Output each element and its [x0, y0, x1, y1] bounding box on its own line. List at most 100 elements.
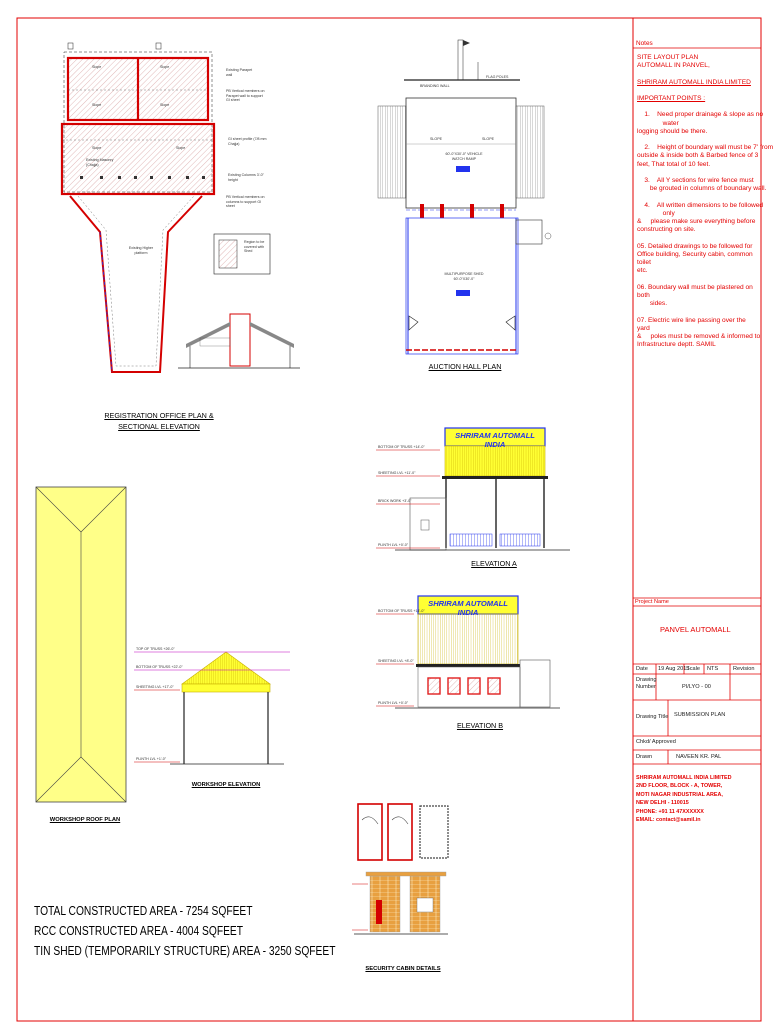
note-line: [637, 193, 759, 201]
note-line: & poles must be removed & informed to: [637, 332, 761, 340]
workshop-roof-caption: WORKSHOP ROOF PLAN: [49, 817, 121, 823]
note-line: sides.: [637, 300, 668, 308]
note-line: 06. Boundary wall must be plastered on b…: [637, 283, 753, 299]
gi-sheet-label: GI sheet profile (7/8 mm Chajja): [228, 137, 267, 146]
slope-label: Slope: [92, 65, 102, 69]
elevation-a-brand: SHRIRAM AUTOMALL INDIA: [455, 431, 535, 449]
drawn-label: Drawn: [636, 754, 653, 760]
security-cabin-details: [352, 803, 449, 935]
note-line: only: [637, 209, 675, 217]
level-label: PLINTH LVL +1'-0": [136, 757, 167, 761]
elevation-b: [376, 595, 560, 709]
note-line: [637, 308, 759, 316]
workshop-elevation: [134, 651, 290, 765]
registration-office-caption-2: SECTIONAL ELEVATION: [118, 422, 200, 431]
slope-label: Slope: [92, 146, 102, 150]
drawing-title-label: Drawing Title: [636, 714, 669, 720]
level-label: SHEETING LVL +8'-0": [378, 659, 414, 663]
elevation-b-brand: SHRIRAM AUTOMALL INDIA: [428, 599, 508, 617]
slope-label: Slope: [160, 103, 170, 107]
note-line: feet, That total of 10 feet.: [637, 160, 711, 168]
elevation-a-caption: ELEVATION A: [471, 559, 517, 568]
note-line: etc.: [637, 267, 648, 275]
project-name: PANVEL AUTOMALL: [660, 625, 731, 634]
masonry-label: Existing Masonry (Chajja): [86, 158, 114, 167]
drawing-number-label: Drawing Number: [636, 677, 657, 690]
note-line: [637, 87, 759, 95]
note-line: [637, 169, 759, 177]
note-line: 05. Detailed drawings to be followed for: [637, 242, 753, 250]
slope-label: SLOPE: [430, 137, 442, 141]
level-label: BOTTOM OF TRUSS +22'-0": [136, 665, 183, 669]
drawing-title-value: SUBMISSION PLAN: [674, 712, 726, 718]
shed-region-label: Region to be covered with Shed: [244, 240, 265, 254]
slope-label: Slope: [176, 146, 186, 150]
notes-heading: Notes: [636, 40, 653, 47]
workshop-roof-plan: [35, 486, 127, 803]
level-label: TOP OF TRUSS +26'-0": [136, 647, 175, 651]
registration-office-caption: REGISTRATION OFFICE PLAN &: [104, 411, 214, 420]
elevation-a: [376, 427, 570, 551]
address-line: 2ND FLOOR, BLOCK - A, TOWER,: [636, 783, 723, 790]
platform-label: Existing Higher platform: [128, 246, 154, 255]
note-line: 1. Need proper drainage & slope as no: [637, 111, 764, 119]
note-line: [637, 275, 759, 283]
registration-office-section: [178, 313, 300, 369]
project-label: Project Name: [635, 599, 669, 605]
note-line: SITE LAYOUT PLAN: [637, 54, 699, 61]
tin-shed-area-text: TIN SHED (TEMPORARILY STRUCTURE) AREA - …: [34, 944, 336, 958]
note-line: Infrastructure deptt. SAMIL: [637, 341, 716, 349]
company-address: SHRIRAM AUTOMALL INDIA LIMITED 2ND FLOOR…: [636, 774, 732, 824]
rcc-area-text: RCC CONSTRUCTED AREA - 4004 SQFEET: [34, 924, 244, 938]
note-line: 4. All written dimensions to be followed: [637, 201, 764, 209]
drawing-number-value: PI/LYO - 00: [682, 684, 711, 690]
note-line: & please make sure everything before: [637, 218, 756, 226]
level-label: BOTTOM OF TRUSS +14'-0": [378, 609, 425, 613]
title-block-grid: [633, 47, 761, 765]
note-line: SHRIRAM AUTOMALL INDIA LIMITED: [637, 78, 751, 86]
address-line: PHONE: +91 11 47XXXXXX: [636, 808, 704, 815]
note-line: IMPORTANT POINTS :: [637, 95, 706, 103]
date-label: Date: [636, 666, 648, 672]
pb-members-label: PB Vertical members on Parapet wall to s…: [226, 89, 265, 103]
elevation-b-caption: ELEVATION B: [456, 721, 504, 730]
note-line: 3. All Y sections for wire fence must: [637, 177, 754, 185]
note-line: Office building, Security cabin, common …: [637, 250, 753, 267]
note-line: 07. Electric wire line passing over the …: [637, 316, 746, 332]
level-label: BRICK WORK +3'-0": [378, 499, 412, 503]
flag-poles-label: FLAG POLES: [486, 75, 509, 79]
checked-label: Chkd/ Approved: [636, 739, 676, 745]
scale-label: Scale: [686, 666, 700, 672]
note-line: outside & inside both & Barbed fence of …: [637, 152, 759, 160]
slope-label: SLOPE: [482, 137, 494, 141]
address-line: NEW DELHI - 110015: [636, 800, 689, 807]
total-area-text: TOTAL CONSTRUCTED AREA - 7254 SQFEET: [34, 904, 253, 918]
scale-value: NTS: [707, 666, 719, 672]
level-label: BOTTOM OF TRUSS +14'-0": [378, 445, 425, 449]
drawn-value: NAVEEN KR. PAL: [676, 754, 722, 760]
slope-label: Slope: [160, 65, 170, 69]
level-label: SHEETING LVL +11'-0": [378, 471, 416, 475]
note-line: 2. Height of boundary wall must be 7' fr…: [637, 144, 773, 152]
auction-hall-plan: [377, 39, 552, 355]
note-line: water: [637, 119, 679, 127]
multipurpose-shed-label: MULTIPURPOSE SHED 60'-0"X30'-0": [444, 272, 484, 281]
ramp-label: 60'-0"X30'-0" VEHICLE WATCH RAMP: [445, 152, 483, 161]
level-label: PLINTH LVL +0'-0": [378, 701, 409, 705]
note-line: [637, 103, 759, 111]
registration-office-plan: [60, 42, 300, 373]
note-line: [637, 136, 759, 144]
note-line: AUTOMALL IN PANVEL,: [637, 62, 710, 70]
revision-label: Revision: [733, 666, 755, 672]
parapet-wall-label: Existing Parapet wall: [226, 68, 253, 77]
branding-wall-label: BRANDING WALL: [420, 84, 450, 88]
note-line: [637, 70, 759, 78]
date-value: 19 Aug 2013: [658, 666, 690, 672]
level-label: PLINTH LVL +0'-0": [378, 543, 409, 547]
address-line: EMAIL: contact@samil.in: [636, 817, 701, 824]
existing-columns-label: Existing Columns 3'-0" height: [228, 173, 264, 182]
workshop-elevation-caption: WORKSHOP ELEVATION: [191, 782, 261, 788]
address-line: MOTI NAGAR INDUSTRIAL AREA,: [636, 791, 723, 798]
security-cabin-caption: SECURITY CABIN DETAILS: [365, 966, 441, 972]
